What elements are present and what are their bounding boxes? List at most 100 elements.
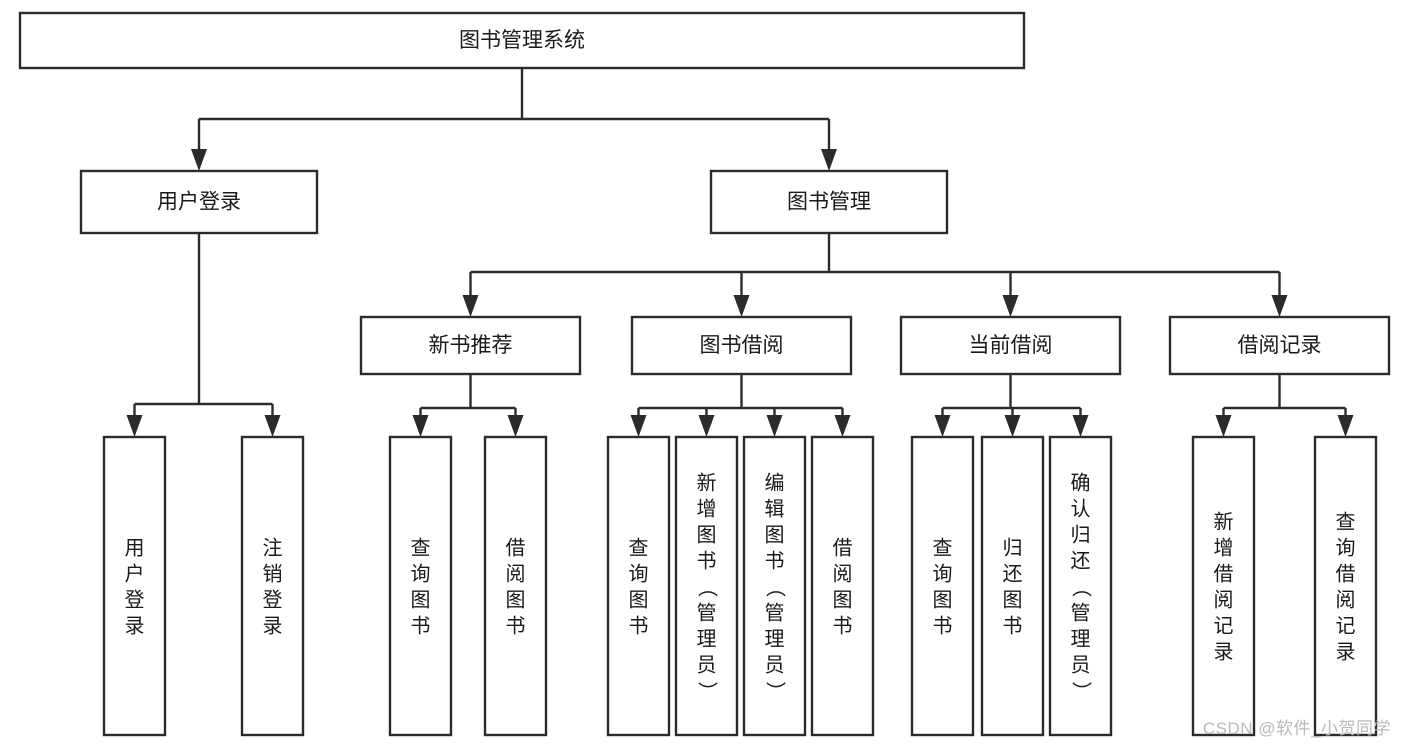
node-label-char: 还 <box>1071 549 1091 572</box>
node-label-char: 阅 <box>506 562 526 585</box>
node-box <box>980 435 1045 737</box>
node-label-char: 理 <box>697 628 717 650</box>
node-book-management[interactable]: 图书管理 <box>709 169 949 235</box>
node-label-char: 图 <box>933 589 953 611</box>
node-current-borrow[interactable]: 当前借阅 <box>899 315 1122 376</box>
node-label: 图书借阅 <box>700 334 784 357</box>
node-label-char: 图 <box>411 589 431 611</box>
arrow-head-icon <box>126 415 143 437</box>
arrow-head-icon <box>821 149 837 171</box>
connector-group-root <box>191 68 837 171</box>
node-label-char: 注 <box>263 536 283 559</box>
node-label-char: 员 <box>697 654 717 676</box>
node-label-char: 询 <box>933 562 953 585</box>
arrow-head-icon <box>191 149 207 171</box>
node-box <box>910 435 975 737</box>
node-label-char: 借 <box>1214 562 1234 585</box>
node-box <box>709 169 949 235</box>
node-label-char: 记 <box>1336 614 1356 637</box>
node-label-char: 图 <box>765 524 785 546</box>
node-label-char: 登 <box>125 588 145 611</box>
connector-group-borrow-record <box>1215 374 1354 437</box>
node-new-book-recommend[interactable]: 新书推荐 <box>359 315 582 376</box>
node-box <box>899 315 1122 376</box>
node-label-char: 查 <box>411 536 431 559</box>
node-root[interactable]: 图书管理系统 <box>18 11 1026 70</box>
node-borrow-record[interactable]: 借阅记录 <box>1168 315 1391 376</box>
arrow-head-icon <box>733 295 750 317</box>
node-label-char: 阅 <box>1214 588 1234 611</box>
node-label-char: 录 <box>125 615 145 637</box>
node-label-char: 员 <box>765 654 785 676</box>
node-label-char: 增 <box>697 497 717 520</box>
node-label: 当前借阅 <box>969 334 1053 357</box>
arrow-head-icon <box>834 415 851 437</box>
node-label-char: 书 <box>629 614 649 637</box>
node-label-char: 销 <box>263 562 283 585</box>
node-label-char: （ <box>696 577 719 597</box>
node-label: 图书管理 <box>787 191 871 214</box>
node-box <box>742 435 807 737</box>
node-box <box>359 315 582 376</box>
node-box <box>1048 435 1113 737</box>
node-label-char: 书 <box>933 614 953 637</box>
node-label-char: 理 <box>1071 628 1091 650</box>
node-box <box>240 435 305 737</box>
node-label-char: 询 <box>629 562 649 585</box>
arrow-head-icon <box>630 415 647 437</box>
node-box <box>18 11 1026 70</box>
node-box <box>1191 435 1256 737</box>
node-layer: 图书管理系统用户登录图书管理新书推荐图书借阅当前借阅借阅记录用户登录注销登录查询… <box>18 11 1391 737</box>
node-label-char: 图 <box>833 589 853 611</box>
node-label-char: 借 <box>1336 562 1356 585</box>
arrow-head-icon <box>1072 415 1089 437</box>
node-label-char: 记 <box>1214 614 1234 637</box>
node-box <box>606 435 671 737</box>
node-leaf-user-login[interactable]: 用户登录 <box>102 435 167 737</box>
node-label-char: 员 <box>1071 654 1091 676</box>
node-box <box>1313 435 1378 737</box>
node-book-borrow[interactable]: 图书借阅 <box>630 315 853 376</box>
node-label-char: 图 <box>1003 589 1023 611</box>
node-label-char: 归 <box>1003 536 1023 559</box>
node-label: 借阅记录 <box>1238 334 1322 357</box>
node-label-char: （ <box>764 577 787 597</box>
node-label-char: ） <box>1070 681 1093 701</box>
node-label-char: 图 <box>697 524 717 546</box>
node-label-char: 增 <box>1214 536 1234 559</box>
node-label-char: 录 <box>263 615 283 637</box>
node-box <box>1168 315 1391 376</box>
connector-group-book-management <box>462 233 1288 317</box>
node-label-char: 书 <box>1003 614 1023 637</box>
node-label-char: 编 <box>765 471 785 494</box>
node-label-char: 借 <box>833 536 853 559</box>
node-user-login[interactable]: 用户登录 <box>79 169 319 235</box>
node-label-char: 管 <box>697 601 717 624</box>
node-label-char: 图 <box>629 589 649 611</box>
node-label-char: 认 <box>1071 497 1091 520</box>
arrow-head-icon <box>934 415 951 437</box>
arrow-head-icon <box>1215 415 1232 437</box>
node-label-char: 管 <box>1071 601 1091 624</box>
arrow-head-icon <box>1271 295 1288 317</box>
node-label-char: 理 <box>765 628 785 650</box>
node-label-char: 用 <box>125 537 145 559</box>
node-label-char: 录 <box>1214 641 1234 663</box>
node-label-char: ） <box>764 681 787 701</box>
node-label-char: 新 <box>697 471 717 494</box>
node-label-char: 书 <box>765 549 785 572</box>
arrow-head-icon <box>698 415 715 437</box>
